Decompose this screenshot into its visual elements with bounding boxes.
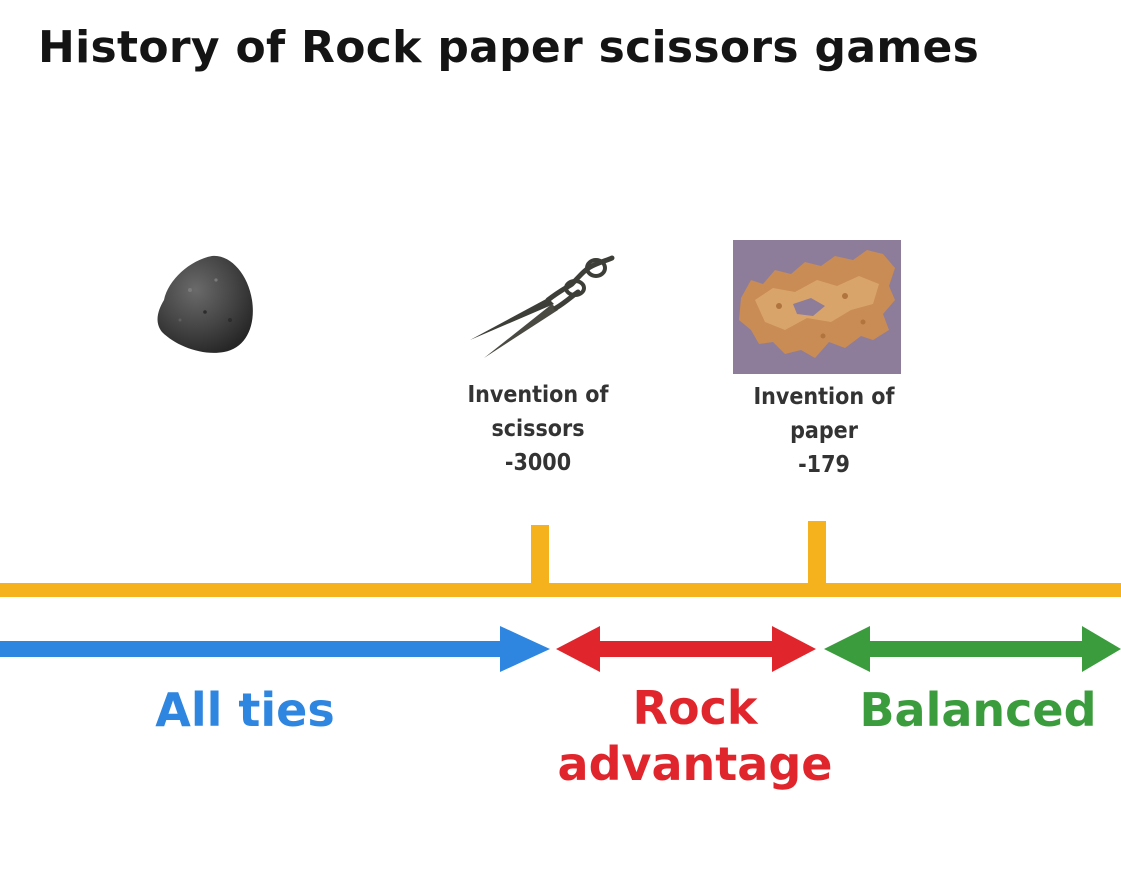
balanced-label: Balanced bbox=[859, 683, 1097, 737]
rock-advantage-label: Rock advantage bbox=[550, 680, 840, 792]
paper-image bbox=[733, 240, 901, 374]
rock-advantage-arrow bbox=[556, 626, 816, 672]
event-year: -3000 bbox=[504, 450, 572, 476]
scissors-invention-label: Invention of scissors -3000 bbox=[438, 378, 638, 480]
event-title: Invention of bbox=[753, 384, 895, 410]
paper-invention-label: Invention of paper -179 bbox=[724, 380, 924, 482]
event-subject: paper bbox=[790, 418, 858, 444]
timeline-axis bbox=[0, 521, 1121, 597]
rock-image bbox=[157, 255, 253, 353]
rock-advantage-line2: advantage bbox=[557, 737, 833, 791]
balanced-arrow bbox=[824, 626, 1121, 672]
event-title: Invention of bbox=[467, 382, 609, 408]
scissors-image bbox=[470, 255, 615, 358]
page-title: History of Rock paper scissors games bbox=[38, 22, 980, 73]
event-subject: scissors bbox=[491, 416, 585, 442]
paper-tick bbox=[808, 521, 826, 587]
all-ties-label: All ties bbox=[155, 683, 335, 737]
rock-advantage-line1: Rock bbox=[632, 681, 758, 735]
all-ties-arrow bbox=[0, 626, 550, 672]
event-year: -179 bbox=[798, 452, 850, 478]
scissors-tick bbox=[531, 525, 549, 587]
